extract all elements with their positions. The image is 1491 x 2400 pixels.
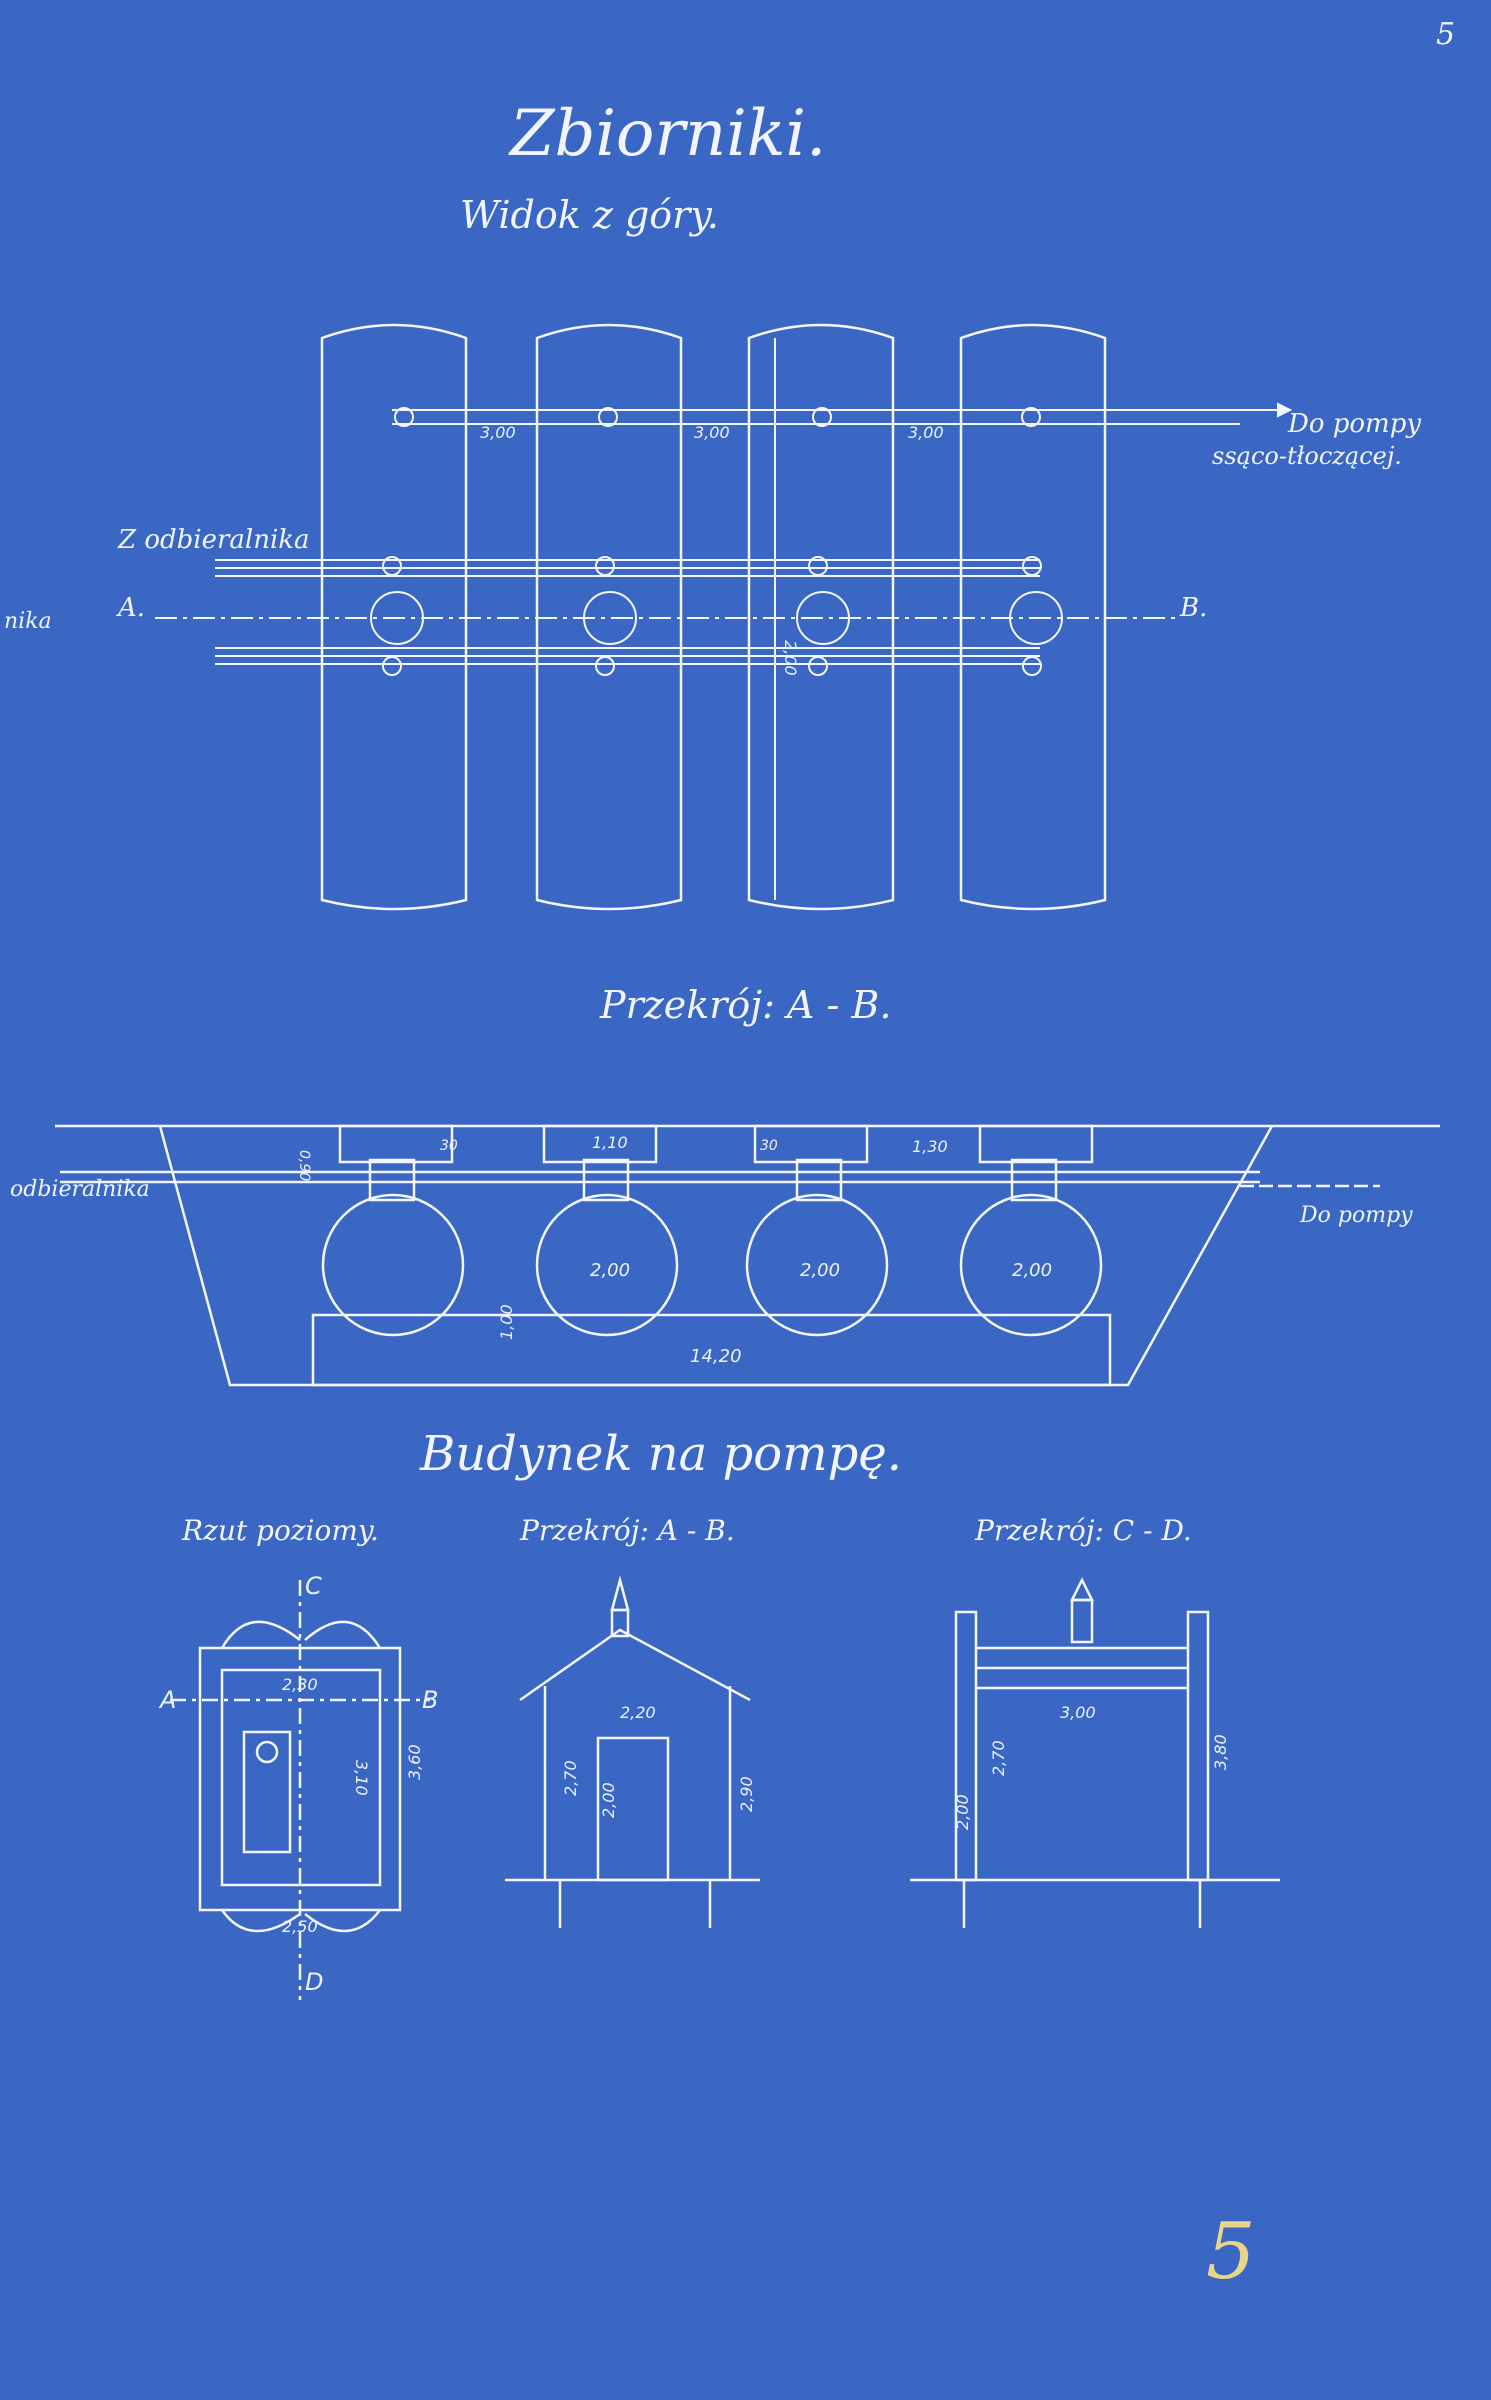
tanks-title: Zbiorniki.: [508, 97, 826, 171]
section-from-collector: odbieralnika: [10, 1177, 150, 1202]
dim-110: 1,10: [592, 1133, 628, 1152]
plan-point-d: D: [305, 1968, 323, 1996]
house-cd-h2: 2,70: [989, 1740, 1008, 1776]
house-ab-height-inner: 2,70: [561, 1760, 580, 1796]
to-pump-label-2: ssąco-tłoczącej.: [1212, 442, 1402, 470]
tank-dimension: 2,00: [781, 640, 800, 676]
to-pump-label-1: Do pompy: [1287, 409, 1421, 439]
tank-outlines: [320, 323, 1107, 911]
dim-090: 0,90: [296, 1150, 312, 1181]
house-section-ab-title: Przekrój: A - B.: [519, 1514, 735, 1547]
section-to-pump: Do pompy: [1299, 1203, 1413, 1228]
house-ab-width: 2,20: [620, 1703, 656, 1722]
diameter-1: 2,00: [590, 1260, 630, 1281]
house-ab-door: 2,00: [599, 1782, 618, 1818]
point-b-label: B.: [1179, 593, 1207, 623]
house-section-cd-title: Przekrój: C - D.: [974, 1514, 1192, 1547]
plan-bottom: 2,50: [282, 1917, 318, 1936]
page-number-bottom: 5: [1206, 2207, 1256, 2297]
dim-30-right: 30: [760, 1138, 778, 1154]
plan-point-b: B: [422, 1686, 438, 1714]
plan-point-c: C: [305, 1572, 322, 1600]
plan-point-a: A: [158, 1686, 176, 1714]
point-a-label: A.: [116, 593, 145, 623]
collector-pipes: [155, 338, 1180, 900]
dim-100: 1,00: [497, 1304, 516, 1340]
top-view-title: Widok z góry.: [460, 193, 719, 237]
plan-title: Rzut poziomy.: [181, 1514, 379, 1547]
house-ab-height-outer: 2,90: [737, 1776, 756, 1812]
from-collector-label: Z odbieralnika: [117, 525, 310, 555]
house-section-ab-drawing: [505, 1575, 760, 1928]
trench-length: 14,20: [690, 1346, 742, 1367]
trench-outline: [55, 1124, 1440, 1387]
left-edge-label: nika: [4, 609, 52, 634]
house-section-cd-drawing: [910, 1577, 1280, 1928]
pump-house-title: Budynek na pompę.: [419, 1426, 902, 1482]
dim-30-left: 30: [440, 1138, 458, 1154]
section-ab-title: Przekrój: A - B.: [599, 983, 891, 1027]
spacing-1: 3,00: [480, 423, 516, 442]
diameter-3: 2,00: [1012, 1260, 1052, 1281]
diameter-2: 2,00: [800, 1260, 840, 1281]
page-number-top: 5: [1436, 17, 1455, 52]
plan-depth: 3,60: [405, 1744, 424, 1780]
pump-pipe: [392, 402, 1293, 427]
house-cd-h1: 2,00: [953, 1794, 972, 1830]
tanks-top-view: Zbiorniki. Widok z góry. 3,00 3,00 3,00 …: [4, 97, 1421, 911]
plan-width: 2,30: [282, 1675, 318, 1694]
tanks-section-ab: Przekrój: A - B. odbieralnika Do pompy 0…: [10, 983, 1440, 1387]
plan-inner: 3,10: [352, 1760, 371, 1796]
spacing-3: 3,00: [908, 423, 944, 442]
pump-house: Budynek na pompę. Rzut poziomy. A B C D …: [158, 1426, 1280, 2000]
spacing-2: 3,00: [694, 423, 730, 442]
plan-drawing: [170, 1580, 430, 2000]
house-cd-width: 3,00: [1060, 1703, 1096, 1722]
house-cd-h3: 3,80: [1211, 1734, 1230, 1770]
dim-130: 1,30: [912, 1137, 948, 1156]
